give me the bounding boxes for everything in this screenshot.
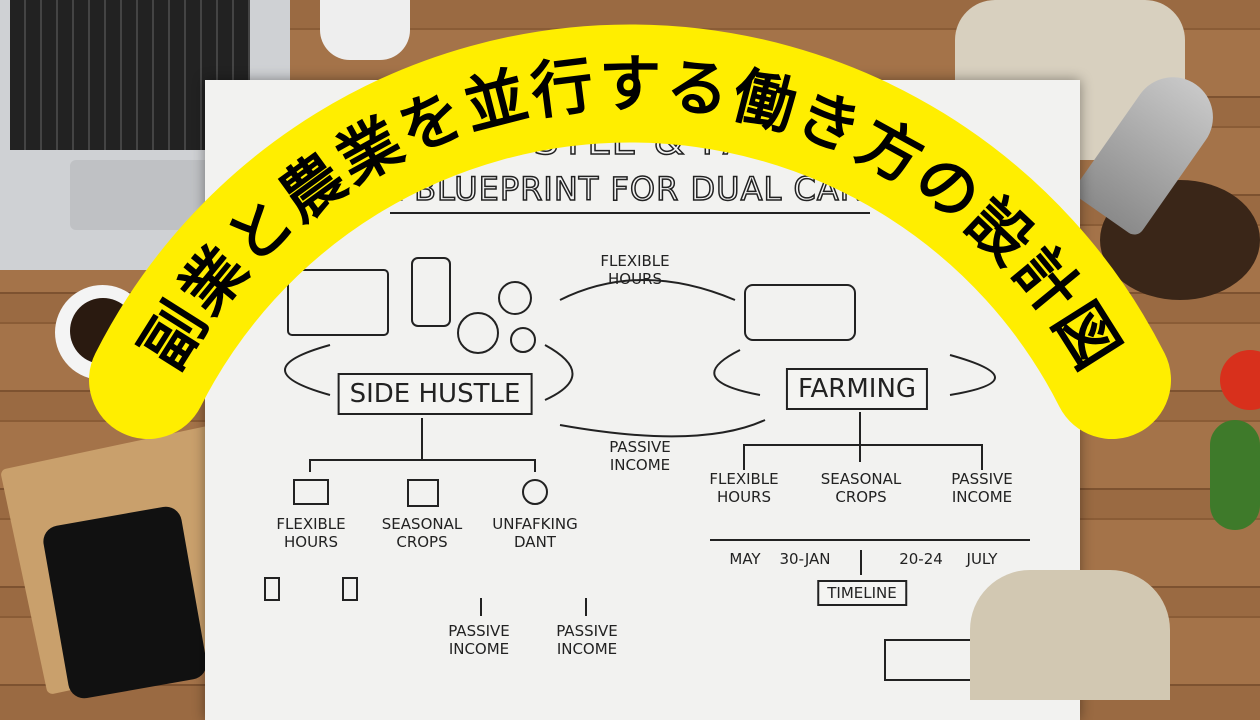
gear-icon bbox=[498, 281, 532, 315]
calendar-icon bbox=[407, 479, 439, 507]
timeline-tick: MAY bbox=[729, 550, 761, 568]
banner-band bbox=[89, 24, 1171, 439]
banner-title: 副業と農業を並行する働き方の設計図 bbox=[126, 47, 1133, 381]
side-hustle-box: SIDE HUSTLE bbox=[337, 373, 533, 415]
tractor-icon bbox=[744, 284, 856, 341]
cucumber bbox=[1210, 420, 1260, 530]
divider bbox=[390, 212, 870, 214]
phone-sketch-icon bbox=[411, 257, 451, 327]
gear-icon bbox=[510, 327, 536, 353]
farming-box: FARMING bbox=[785, 368, 929, 410]
timeline-tick: 20-24 bbox=[899, 550, 943, 568]
flow-arrow-bottom bbox=[559, 419, 766, 438]
timeline-label: TIMELINE bbox=[817, 580, 907, 606]
soil-cup bbox=[320, 0, 410, 60]
title-banner: 副業と農業を並行する働き方の設計図 bbox=[89, 24, 1171, 439]
tomato bbox=[1220, 350, 1260, 410]
refresh-icon bbox=[522, 479, 548, 505]
gear-icon bbox=[457, 312, 499, 354]
garden-glove bbox=[970, 570, 1170, 700]
timeline-tick: 30-JAN bbox=[779, 550, 831, 568]
laptop-sketch-icon bbox=[287, 269, 389, 336]
laptop-icon bbox=[293, 479, 329, 505]
diagram-lines bbox=[264, 257, 1086, 681]
flow-arrow-top bbox=[559, 279, 736, 301]
timeline-tick: JULY bbox=[966, 550, 998, 568]
